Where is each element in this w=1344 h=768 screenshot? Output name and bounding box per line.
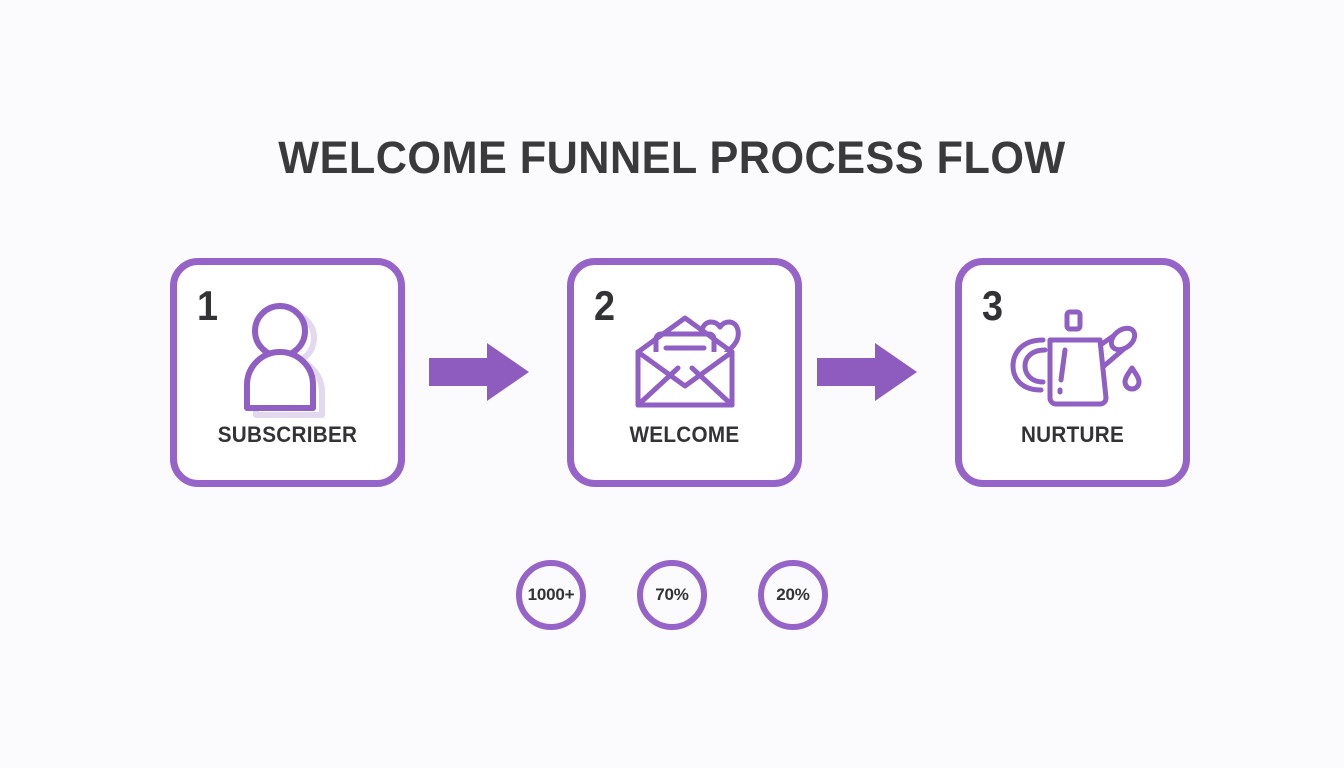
step-number: 2 [594,282,616,329]
step-label: SUBSCRIBER [217,422,358,447]
stat-badge[interactable]: 1000+ [516,560,586,630]
stat-badge[interactable]: 70% [637,560,707,630]
process-flow: 1 SUBSCRIBER 2 [170,258,1190,488]
watering-can-icon [962,295,1183,420]
step-number: 1 [197,282,219,329]
arrow-step1-to-step2 [429,343,529,401]
step-label: NURTURE [1020,422,1125,447]
stat-value: 1000+ [527,585,575,604]
stat-badge[interactable]: 20% [758,560,828,630]
stat-value: 70% [655,585,689,604]
stats-row: 1000+ 70% 20% [0,560,1344,630]
arrow-step2-to-step3 [817,343,917,401]
step-card-nurture[interactable]: 3 NURTURE [955,258,1190,487]
step-number: 3 [982,282,1004,329]
step-label: WELCOME [629,422,740,447]
envelope-heart-icon [574,295,795,420]
step-card-subscriber[interactable]: 1 SUBSCRIBER [170,258,405,487]
step-card-welcome[interactable]: 2 WELCOME [567,258,802,487]
stat-value: 20% [776,585,810,604]
page-title: WELCOME FUNNEL PROCESS FLOW [278,132,1066,183]
person-icon [177,295,398,420]
